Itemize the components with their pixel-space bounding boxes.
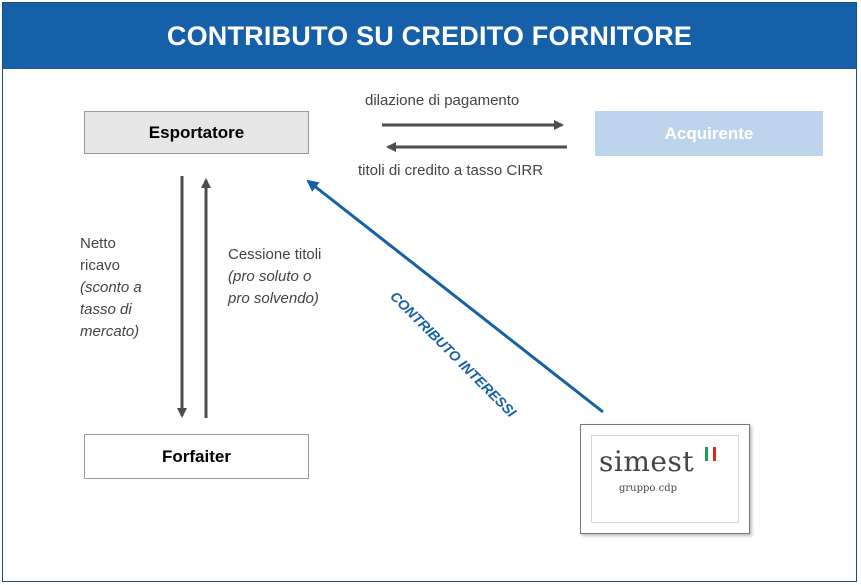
simest-logo: simest gruppo cdp [580, 424, 750, 534]
label-netto-italic-2: tasso di [80, 301, 132, 318]
node-acquirente: Acquirente [595, 111, 823, 156]
arrow-contributo-interessi [306, 179, 604, 414]
flag-red-band [713, 447, 716, 461]
node-acquirente-label: Acquirente [664, 123, 754, 143]
logo-subtitle: gruppo cdp [619, 483, 678, 494]
flag-green-band [705, 447, 708, 461]
label-cessione-line1: Cessione titoli [228, 246, 322, 263]
node-forfaiter: Forfaiter [84, 434, 309, 479]
slide-title: CONTRIBUTO SU CREDITO FORNITORE [166, 20, 693, 51]
label-cessione-italic-2: pro solvendo) [228, 290, 319, 307]
node-forfaiter-label: Forfaiter [162, 446, 231, 466]
label-cessione-italic-1: (pro soluto o [228, 268, 312, 285]
label-netto-italic-3: mercato) [80, 323, 140, 340]
label-cessione-titoli: Cessione titoli (pro soluto o pro solven… [228, 244, 321, 310]
label-dilazione: dilazione di pagamento [365, 92, 520, 109]
logo-wordmark: simest [599, 445, 695, 478]
node-esportatore-label: Esportatore [148, 122, 245, 142]
flag-white-band [709, 447, 712, 461]
title-bar: CONTRIBUTO SU CREDITO FORNITORE [3, 3, 856, 69]
label-netto-ricavo: Netto ricavo (sconto a tasso di mercato) [80, 233, 142, 343]
node-esportatore: Esportatore [84, 111, 309, 154]
italian-flag-icon [705, 447, 716, 461]
label-titoli-credito: titoli di credito a tasso CIRR [358, 162, 544, 179]
label-netto-italic-1: (sconto a [80, 279, 142, 296]
label-netto-line2: ricavo [80, 257, 121, 274]
logo-inner-border [591, 435, 739, 523]
label-netto-line1: Netto [80, 235, 116, 252]
